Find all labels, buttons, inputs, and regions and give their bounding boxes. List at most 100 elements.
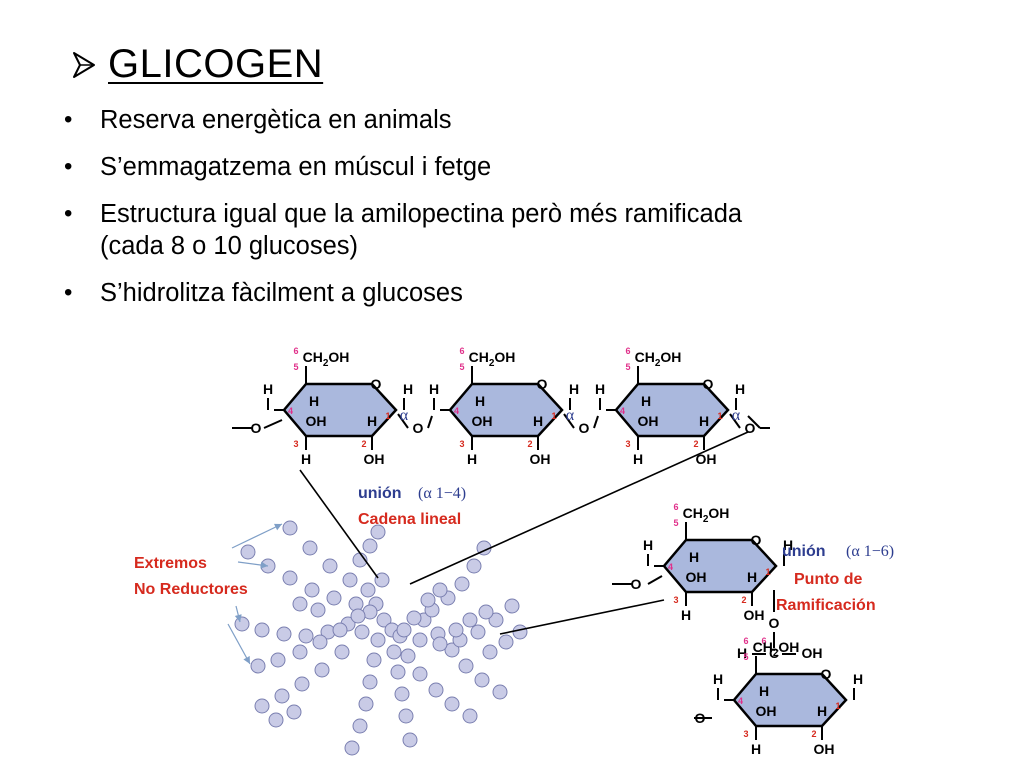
- bond-link: [729, 413, 741, 429]
- branch-link-type: (α 1−6): [846, 543, 894, 560]
- ring-oxygen: O: [371, 376, 382, 392]
- ring-oxygen: O: [751, 532, 762, 548]
- h-label: H: [681, 607, 691, 623]
- glucose-bead: [276, 626, 292, 642]
- glucose-bead: [304, 582, 320, 598]
- carbon-number: 4: [288, 406, 293, 416]
- ring-oxygen: O: [537, 376, 548, 392]
- alpha-label: α: [400, 407, 409, 424]
- glucose-bead: [354, 624, 370, 640]
- oh-label: OH: [364, 451, 385, 467]
- glucose-bead: [334, 644, 350, 660]
- link-oxygen: O: [745, 420, 756, 436]
- glucose-bead: [448, 622, 464, 638]
- glucose-bead: [466, 558, 482, 574]
- glucose-bead: [302, 540, 318, 556]
- connector-line: [499, 599, 665, 635]
- glucose-bead: [474, 672, 490, 688]
- carbon-number: 5: [293, 362, 298, 372]
- ch2oh-label: CH2OH: [469, 349, 516, 369]
- h-label: H: [309, 393, 319, 409]
- h-label: H: [533, 413, 543, 429]
- glucose-bead: [412, 632, 428, 648]
- glucose-bead: [396, 622, 412, 638]
- h-label: H: [633, 451, 643, 467]
- glucose-bead: [398, 708, 414, 724]
- glucose-bead: [294, 676, 310, 692]
- h-label: H: [735, 381, 745, 397]
- bullet-item: S’hidrolitza fàcilment a glucoses: [62, 277, 962, 309]
- carbon-number: 2: [361, 439, 366, 449]
- bond-link: [593, 415, 599, 429]
- ring-oxygen: O: [821, 666, 832, 682]
- ch2oh-label: CH2OH: [753, 639, 800, 659]
- glucose-bead: [362, 538, 378, 554]
- h-label: H: [699, 413, 709, 429]
- chain-link-label: unión: [358, 485, 402, 502]
- h-label: H: [403, 381, 413, 397]
- link-oxygen: O: [251, 420, 262, 436]
- glucose-bead: [298, 628, 314, 644]
- h-label: H: [467, 451, 477, 467]
- glucose-bead: [394, 686, 410, 702]
- ch2oh-label: CH2OH: [303, 349, 350, 369]
- glucose-bead: [254, 622, 270, 638]
- glucose-bead: [458, 658, 474, 674]
- glucose-bead: [428, 682, 444, 698]
- glucose-bead: [352, 718, 368, 734]
- oh-label: OH: [686, 569, 707, 585]
- glucose-bead: [270, 652, 286, 668]
- alpha-label: α: [732, 407, 741, 424]
- carbon-number: 1: [551, 411, 556, 421]
- glucose-bead: [314, 662, 330, 678]
- glucose-bead: [462, 708, 478, 724]
- connector-line: [299, 469, 379, 579]
- glucose-bead: [370, 524, 386, 540]
- page-title: GLICOGEN: [108, 42, 324, 86]
- glucose-bead: [432, 582, 448, 598]
- glucose-bead: [370, 632, 386, 648]
- slide-title: GLICOGEN: [72, 42, 323, 87]
- glucose-bead: [462, 612, 478, 628]
- glucose-bead: [488, 612, 504, 628]
- carbon-number: 6: [743, 636, 748, 646]
- glucose-bead: [362, 674, 378, 690]
- glucose-bead: [366, 652, 382, 668]
- h-label: H: [475, 393, 485, 409]
- carbon-number: 2: [527, 439, 532, 449]
- ends-label: No Reductores: [134, 581, 248, 598]
- branch-label: Ramificación: [776, 597, 876, 614]
- h-label: H: [641, 393, 651, 409]
- oh-label: OH: [756, 703, 777, 719]
- carbon-number: 3: [673, 595, 678, 605]
- carbon-number: 3: [625, 439, 630, 449]
- carbon-number: 5: [673, 518, 678, 528]
- glucose-bead: [250, 658, 266, 674]
- carbon-number: 1: [765, 567, 770, 577]
- branch-oxygen: O: [769, 615, 780, 631]
- glucose-bead: [470, 624, 486, 640]
- ch2oh-label: CH2OH: [683, 505, 730, 525]
- glucose-bead: [444, 696, 460, 712]
- h-label: H: [595, 381, 605, 397]
- glucose-bead: [282, 520, 298, 536]
- glucose-bead: [504, 598, 520, 614]
- bond-link: [263, 419, 283, 429]
- glucose-bead: [360, 582, 376, 598]
- connector-line: [409, 431, 749, 585]
- bond-link: [563, 413, 575, 429]
- h-label: H: [643, 537, 653, 553]
- glucose-bead: [420, 592, 436, 608]
- glucose-bead: [292, 596, 308, 612]
- glucose-bead: [234, 616, 250, 632]
- glucose-bead: [492, 684, 508, 700]
- alpha-label: α: [566, 407, 575, 424]
- branch-label: Punto de: [794, 571, 863, 588]
- bond-link: [747, 415, 761, 429]
- h-label: H: [783, 537, 793, 553]
- oh-label: OH: [802, 645, 823, 661]
- glucose-bead: [498, 634, 514, 650]
- oh-label: OH: [472, 413, 493, 429]
- glucose-bead: [342, 572, 358, 588]
